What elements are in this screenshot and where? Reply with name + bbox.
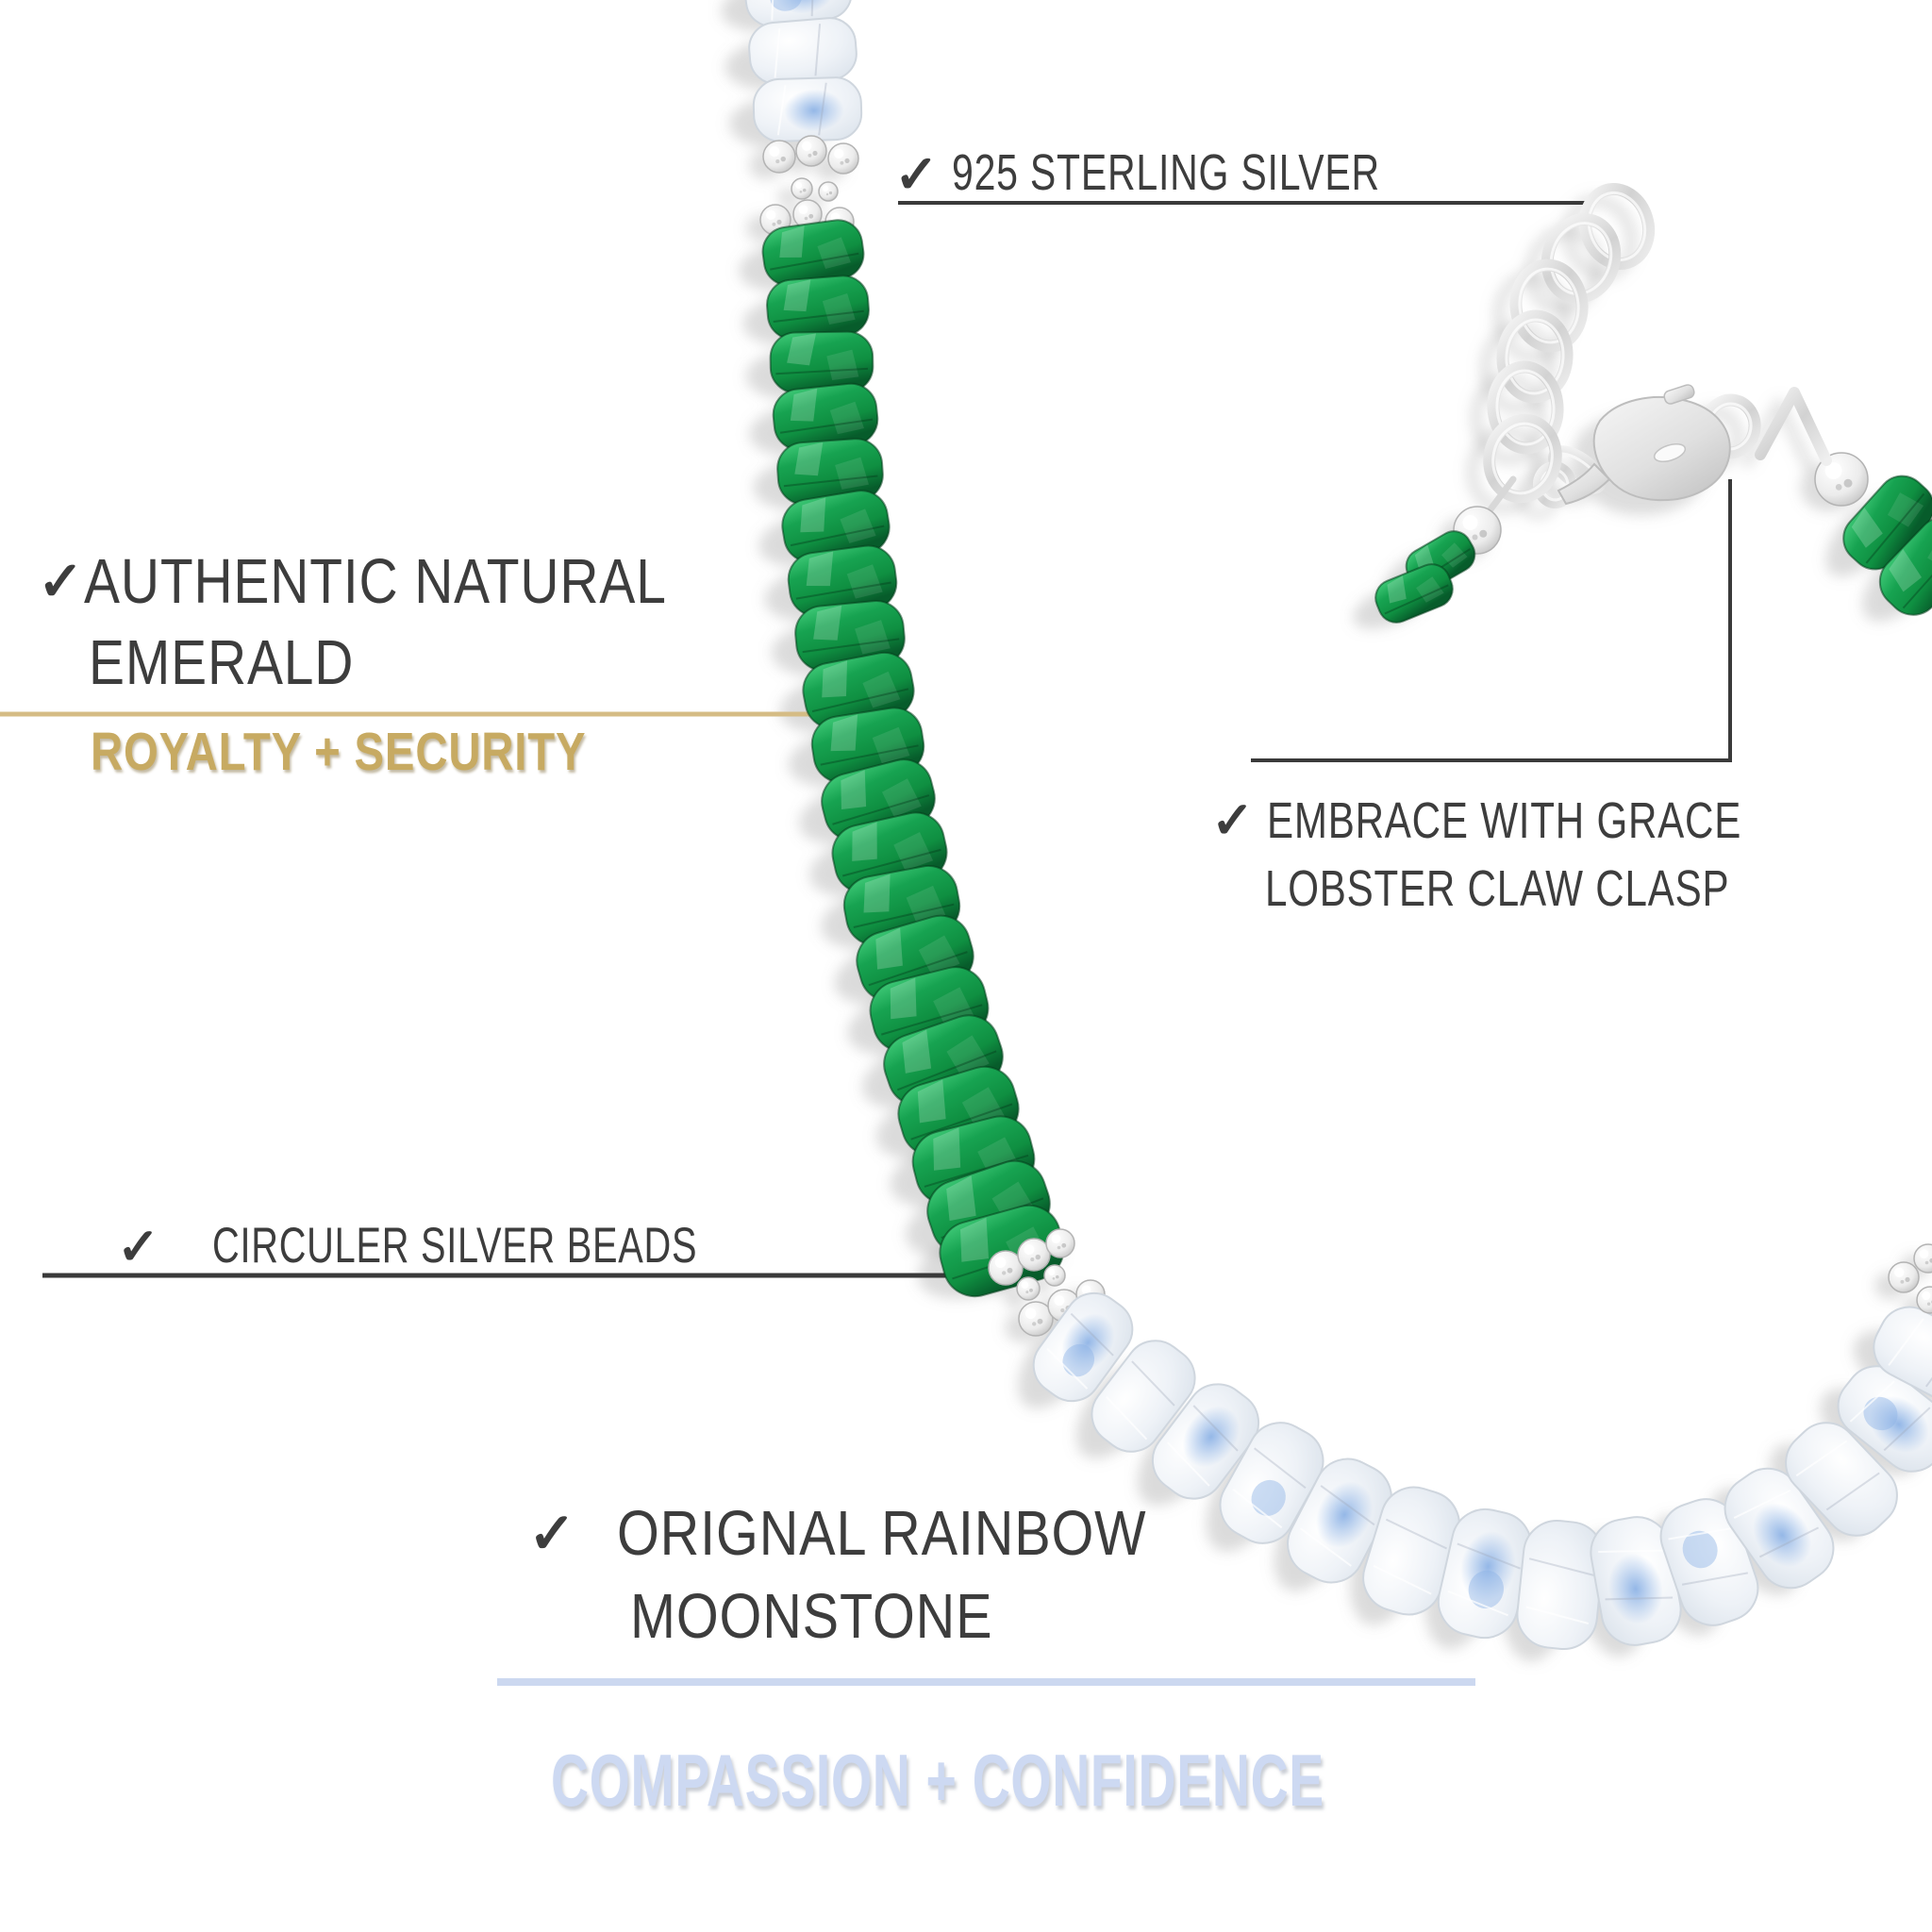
- silver-beads-label: CIRCULER SILVER BEADS: [212, 1218, 698, 1274]
- bracelet: [743, 0, 1932, 1651]
- callout-lines: [0, 201, 1732, 1686]
- callout-line-clasp: [1251, 479, 1732, 762]
- callout-sterling-silver: ✓ 925 STERLING SILVER: [894, 143, 1515, 206]
- callout-moonstone: ✓ ORIGNAL RAINBOW MOONSTONE: [528, 1492, 1233, 1658]
- checkmark-icon: ✓: [894, 144, 939, 204]
- emerald-tagline: ROYALTY + SECURITY: [91, 722, 587, 782]
- clasp-line2: LOBSTER CLAW CLASP: [1265, 860, 1730, 917]
- moonstone-tagline: COMPASSION + CONFIDENCE: [551, 1739, 1324, 1822]
- checkmark-icon: ✓: [117, 1219, 160, 1275]
- checkmark-icon: ✓: [38, 551, 84, 612]
- callout-emerald: ✓ AUTHENTIC NATURAL EMERALD: [38, 541, 769, 704]
- moonstone-title-line1: ORIGNAL RAINBOW: [617, 1498, 1147, 1569]
- clasp-line1: EMBRACE WITH GRACE: [1267, 792, 1742, 849]
- moonstone-title-line2: MOONSTONE: [630, 1581, 993, 1652]
- checkmark-icon: ✓: [1211, 792, 1255, 849]
- callout-silver-beads: ✓ CIRCULER SILVER BEADS: [117, 1217, 859, 1276]
- checkmark-icon: ✓: [528, 1502, 576, 1565]
- sterling-silver-label: 925 STERLING SILVER: [951, 144, 1380, 201]
- emerald-title-line2: EMERALD: [89, 627, 355, 698]
- emerald-title-line1: AUTHENTIC NATURAL: [83, 546, 667, 617]
- callout-lobster-clasp: ✓ EMBRACE WITH GRACE LOBSTER CLAW CLASP: [1211, 787, 1875, 923]
